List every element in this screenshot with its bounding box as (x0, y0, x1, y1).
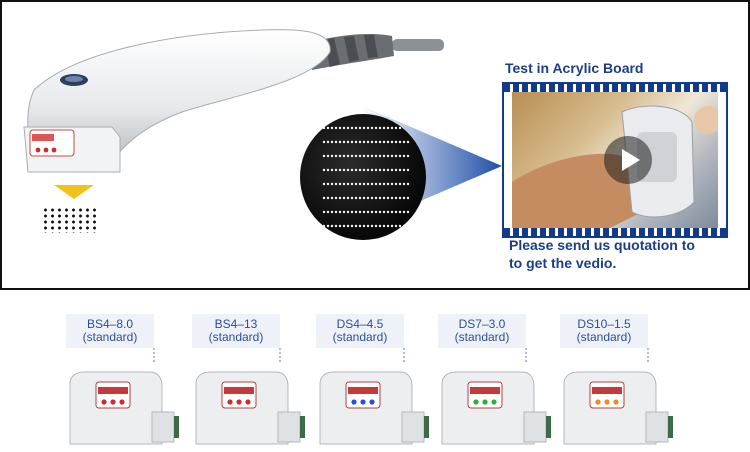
quotation-line-1: Please send us quotation to (509, 237, 695, 253)
film-strip-top (504, 84, 726, 92)
cartridge-connector (523, 411, 547, 443)
indicator-dot (369, 399, 375, 405)
quotation-message: Please send us quotation to to get the v… (509, 236, 695, 272)
cartridge-image (441, 348, 551, 445)
cartridge-connector (401, 411, 425, 443)
quotation-line-2: to get the vedio. (509, 255, 617, 271)
callout-line (646, 348, 649, 363)
cartridge-label: DS4–4.5 (standard) (316, 314, 404, 348)
indicator-dot (473, 399, 479, 405)
focus-beam-icon (54, 185, 94, 199)
cartridge-spec-strip (224, 387, 254, 394)
play-icon (621, 149, 640, 171)
cartridge-label: DS10–1.5 (standard) (560, 314, 648, 348)
indicator-dot (236, 399, 242, 405)
cartridge-note: (standard) (82, 330, 138, 344)
cartridge-label: BS4–8.0 (standard) (66, 314, 154, 348)
video-thumbnail[interactable] (502, 82, 728, 238)
handpiece-image (23, 29, 444, 173)
dot-matrix-pattern (42, 207, 100, 233)
cartridge-note: (standard) (208, 330, 264, 344)
magnified-dots-circle (300, 114, 426, 240)
product-panel: Test in Acrylic Board Please send us quo… (0, 0, 750, 290)
cartridge-image (195, 348, 305, 445)
connector-tab (668, 416, 673, 438)
indicator-dot (360, 399, 366, 405)
cartridge-image (319, 348, 429, 445)
video-title: Test in Acrylic Board (505, 60, 644, 76)
cartridge-note: (standard) (576, 330, 632, 344)
cartridge-model: DS7–3.0 (458, 317, 506, 331)
indicator-dot (351, 399, 357, 405)
cartridge-card: DS4–4.5 (standard) (316, 314, 436, 445)
cartridge-spec-strip (348, 387, 378, 394)
indicator-dot (119, 399, 125, 405)
film-strip-bottom (504, 228, 726, 236)
cartridge-card: DS7–3.0 (standard) (438, 314, 558, 445)
cartridge-label: DS7–3.0 (standard) (438, 314, 526, 348)
indicator-dot (101, 399, 107, 405)
cartridge-note: (standard) (454, 330, 510, 344)
indicator-dot (110, 399, 116, 405)
cartridge-label: BS4–13 (standard) (192, 314, 280, 348)
cartridge-model: BS4–8.0 (86, 317, 134, 331)
callout-line (278, 348, 281, 363)
cartridge-connector (151, 411, 175, 443)
connector-tab (300, 416, 305, 438)
cartridge-card: BS4–13 (standard) (192, 314, 312, 445)
indicator-dot (227, 399, 233, 405)
cartridge-note: (standard) (332, 330, 388, 344)
cartridge-model: DS10–1.5 (577, 317, 631, 331)
indicator-dot (613, 399, 619, 405)
cartridge-model: BS4–13 (214, 317, 258, 331)
cartridge-image (563, 348, 673, 445)
cartridge-row: BS4–8.0 (standard) BS4–13 (standard) DS4… (0, 300, 750, 452)
video-screen (512, 92, 718, 228)
cartridge-spec-strip (592, 387, 622, 394)
cartridge-model: DS4–4.5 (336, 317, 384, 331)
indicator-dot (245, 399, 251, 405)
dot-lines-graphic (322, 126, 410, 228)
cartridge-image (69, 348, 179, 445)
cartridge-connector (277, 411, 301, 443)
cartridge-card: DS10–1.5 (standard) (560, 314, 680, 445)
connector-tab (424, 416, 429, 438)
connector-tab (174, 416, 179, 438)
cartridge-spec-strip (98, 387, 128, 394)
cartridge-card: BS4–8.0 (standard) (66, 314, 186, 445)
indicator-dot (595, 399, 601, 405)
indicator-dot (491, 399, 497, 405)
cartridge-connector (645, 411, 669, 443)
callout-line (402, 348, 405, 363)
connector-tab (546, 416, 551, 438)
cartridge-spec-strip (470, 387, 500, 394)
indicator-dot (482, 399, 488, 405)
play-button[interactable] (604, 136, 652, 184)
indicator-dot (604, 399, 610, 405)
callout-line (524, 348, 527, 363)
callout-line (152, 348, 155, 363)
